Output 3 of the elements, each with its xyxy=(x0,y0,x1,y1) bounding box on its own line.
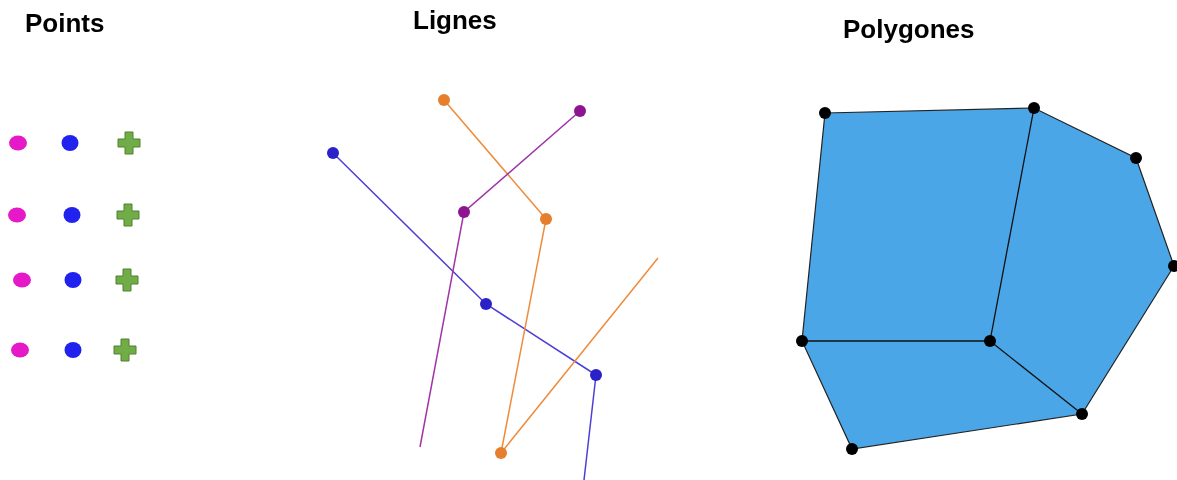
section-heading: Lignes xyxy=(413,5,497,36)
section-heading: Polygones xyxy=(843,14,975,45)
section-heading: Points xyxy=(25,8,105,39)
